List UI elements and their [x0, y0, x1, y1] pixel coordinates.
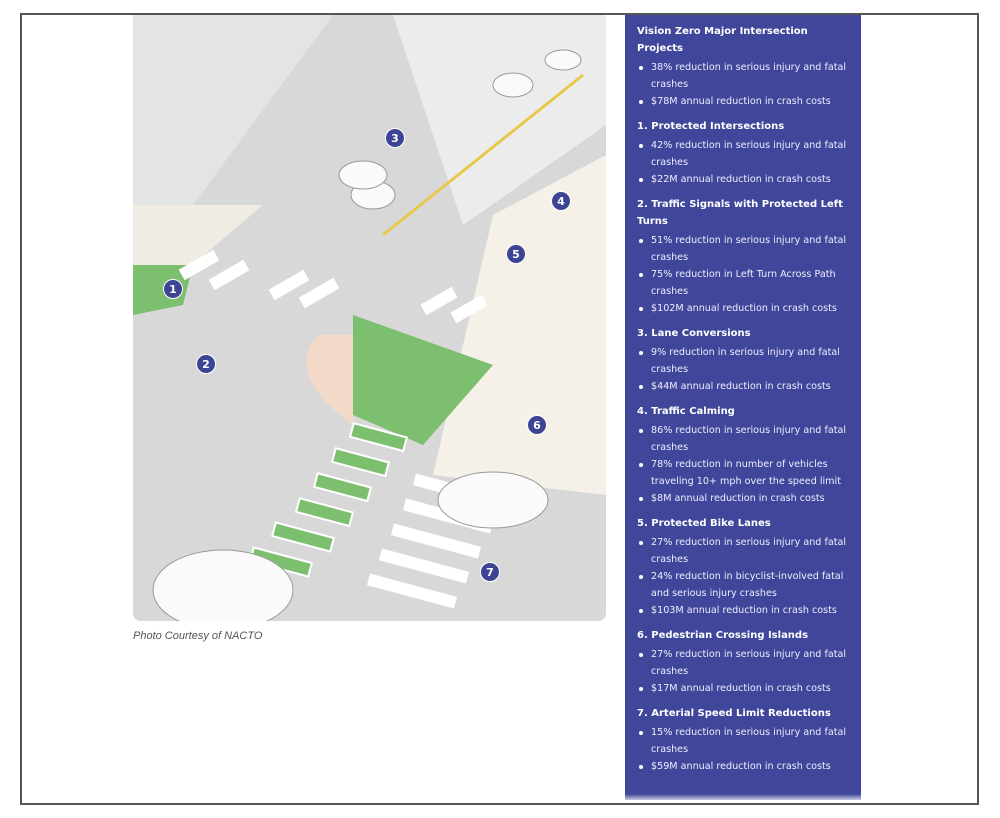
stat-item: 15% reduction in serious injury and fata… — [639, 724, 851, 758]
stats-section: 4. Traffic Calming 86% reduction in serio… — [637, 403, 851, 507]
marker-2: 2 — [196, 354, 216, 374]
stats-list: 86% reduction in serious injury and fata… — [637, 422, 851, 507]
stats-section: 3. Lane Conversions 9% reduction in serio… — [637, 325, 851, 395]
stat-item: $102M annual reduction in crash costs — [639, 300, 851, 317]
stats-sidebar: Vision Zero Major Intersection Projects 3… — [625, 15, 861, 800]
photo-caption: Photo Courtesy of NACTO — [133, 630, 263, 642]
stats-list: 51% reduction in serious injury and fata… — [637, 232, 851, 317]
stat-item: 51% reduction in serious injury and fata… — [639, 232, 851, 266]
stat-item: 27% reduction in serious injury and fata… — [639, 646, 851, 680]
marker-3: 3 — [385, 128, 405, 148]
section-title: 4. Traffic Calming — [637, 406, 735, 417]
marker-4: 4 — [551, 191, 571, 211]
stats-section: 5. Protected Bike Lanes 27% reduction in … — [637, 515, 851, 619]
section-title: 7. Arterial Speed Limit Reductions — [637, 708, 831, 719]
intersection-drawing — [133, 15, 606, 621]
stat-item: 75% reduction in Left Turn Across Path c… — [639, 266, 851, 300]
stats-list: 38% reduction in serious injury and fata… — [637, 59, 851, 110]
intersection-illustration: 1 2 3 4 5 6 7 — [133, 15, 606, 621]
marker-7: 7 — [480, 562, 500, 582]
stat-item: $17M annual reduction in crash costs — [639, 680, 851, 697]
stat-item: 9% reduction in serious injury and fatal… — [639, 344, 851, 378]
section-title: Vision Zero Major Intersection Projects — [637, 26, 808, 54]
stat-item: $78M annual reduction in crash costs — [639, 93, 851, 110]
marker-6: 6 — [527, 415, 547, 435]
stats-section: 6. Pedestrian Crossing Islands 27% reduct… — [637, 627, 851, 697]
stats-list: 42% reduction in serious injury and fata… — [637, 137, 851, 188]
stat-item: $44M annual reduction in crash costs — [639, 378, 851, 395]
section-title: 5. Protected Bike Lanes — [637, 518, 771, 529]
stat-item: $22M annual reduction in crash costs — [639, 171, 851, 188]
stats-list: 15% reduction in serious injury and fata… — [637, 724, 851, 775]
section-title: 6. Pedestrian Crossing Islands — [637, 630, 809, 641]
stats-list: 27% reduction in serious injury and fata… — [637, 534, 851, 619]
section-title: 1. Protected Intersections — [637, 121, 785, 132]
stat-item: $8M annual reduction in crash costs — [639, 490, 851, 507]
stats-section: 1. Protected Intersections 42% reduction … — [637, 118, 851, 188]
stats-list: 9% reduction in serious injury and fatal… — [637, 344, 851, 395]
stats-section: 7. Arterial Speed Limit Reductions 15% re… — [637, 705, 851, 775]
stats-section: 2. Traffic Signals with Protected Left T… — [637, 196, 851, 317]
marker-1: 1 — [163, 279, 183, 299]
section-title: 2. Traffic Signals with Protected Left T… — [637, 199, 843, 227]
stat-item: 38% reduction in serious injury and fata… — [639, 59, 851, 93]
stat-item: 24% reduction in bicyclist-involved fata… — [639, 568, 851, 602]
stat-item: 86% reduction in serious injury and fata… — [639, 422, 851, 456]
stat-item: 78% reduction in number of vehicles trav… — [639, 456, 851, 490]
stat-item: 42% reduction in serious injury and fata… — [639, 137, 851, 171]
stat-item: 27% reduction in serious injury and fata… — [639, 534, 851, 568]
marker-5: 5 — [506, 244, 526, 264]
stats-section: Vision Zero Major Intersection Projects 3… — [637, 23, 851, 110]
stats-list: 27% reduction in serious injury and fata… — [637, 646, 851, 697]
stat-item: $59M annual reduction in crash costs — [639, 758, 851, 775]
stat-item: $103M annual reduction in crash costs — [639, 602, 851, 619]
section-title: 3. Lane Conversions — [637, 328, 751, 339]
